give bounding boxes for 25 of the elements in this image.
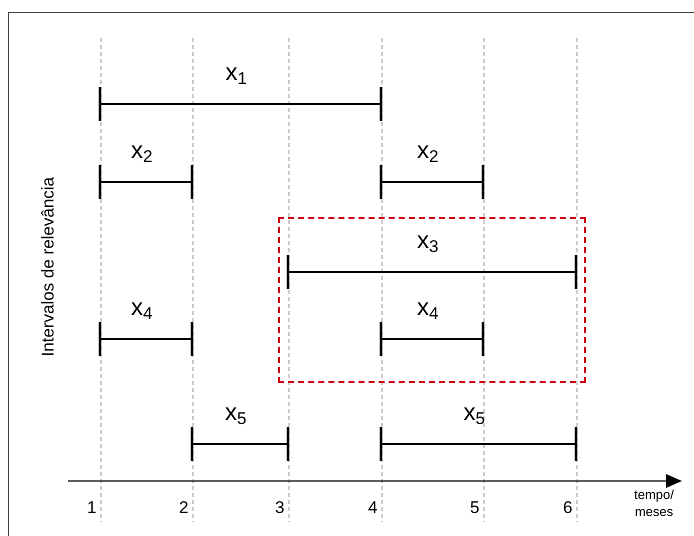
tick-label: 6	[563, 498, 572, 518]
axis-title: Intervalos de relevância	[37, 176, 58, 359]
interval-bar	[379, 165, 485, 199]
interval-label: x$_{5}$	[464, 401, 485, 425]
tick-label: 4	[368, 498, 378, 518]
interval-bar	[286, 255, 578, 289]
interval-label: x$_{5}$	[225, 401, 246, 425]
interval-label: x$_{3}$	[417, 229, 438, 253]
tick-label: 2	[179, 498, 188, 518]
tick-label: 3	[275, 498, 284, 518]
tick-label: 1	[87, 498, 96, 518]
interval-bar	[98, 322, 194, 356]
axis-title: tempo/ meses	[633, 486, 675, 520]
interval-bar	[379, 427, 578, 461]
interval-label: x$_{4}$	[417, 296, 438, 320]
interval-label: x$_{1}$	[226, 61, 247, 85]
interval-bar	[98, 165, 194, 199]
interval-label: x$_{2}$	[417, 139, 438, 163]
interval-bar	[190, 427, 290, 461]
interval-bar	[379, 322, 485, 356]
interval-label: x$_{2}$	[131, 139, 152, 163]
highlight-box	[278, 217, 586, 383]
tick-label: 5	[470, 498, 480, 518]
interval-label: x$_{4}$	[131, 296, 152, 320]
interval-bar	[98, 87, 383, 121]
